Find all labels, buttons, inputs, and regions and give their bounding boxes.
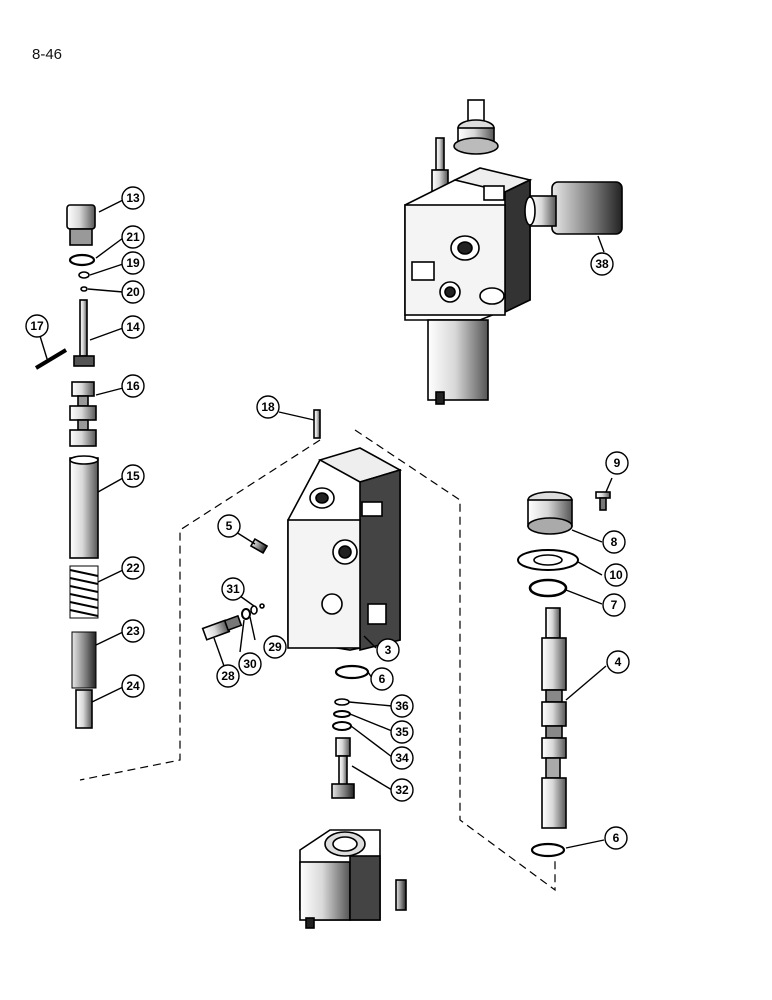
callouts [25,186,630,850]
callout-8-circle [602,530,626,554]
callout-19: 19 [126,256,140,270]
callout-35-circle [390,720,414,744]
callout-7-circle [602,593,626,617]
callout-36: 36 [395,699,409,713]
callout-14: 14 [126,320,140,334]
callout-8: 8 [611,535,618,549]
callout-10: 10 [609,568,623,582]
callout-6-lower: 6 [613,831,620,845]
callout-6a-circle [370,667,394,691]
callout-6b-circle [604,826,628,850]
callout-16-circle [121,374,145,398]
callout-10-circle [604,563,628,587]
callout-9: 9 [614,456,621,470]
callout-15-circle [121,464,145,488]
callout-22: 22 [126,561,140,575]
callout-3: 3 [385,643,392,657]
callout-16: 16 [126,379,140,393]
callout-22-circle [121,556,145,580]
callout-3-circle [376,638,400,662]
callout-38: 38 [595,257,609,271]
callout-24: 24 [126,679,140,693]
callout-21: 21 [126,230,140,244]
callout-18-circle [256,395,280,419]
left-column-parts [34,204,99,729]
callout-15: 15 [126,469,140,483]
callout-5-circle [217,514,241,538]
callout-28-circle [216,664,240,688]
callout-17-circle [25,314,49,338]
callout-7: 7 [611,598,618,612]
callout-19-circle [121,251,145,275]
callout-32: 32 [395,783,409,797]
callout-34-circle [390,746,414,770]
callout-29-circle [263,635,287,659]
callout-29: 29 [268,640,282,654]
callout-6-upper: 6 [379,672,386,686]
assembly-dashed-line [79,429,556,892]
callout-32-circle [390,778,414,802]
callout-36-circle [390,694,414,718]
callout-4-circle [606,650,630,674]
callout-34: 34 [395,751,409,765]
callout-24-circle [121,674,145,698]
callout-13-circle [121,186,145,210]
callout-5: 5 [226,519,233,533]
callout-30: 30 [243,657,257,671]
callout-4: 4 [615,655,622,669]
callout-labels: 13 21 19 20 17 14 16 15 22 23 24 18 5 31… [30,191,623,845]
callout-31: 31 [226,582,240,596]
callout-20-circle [121,280,145,304]
callout-20: 20 [126,285,140,299]
callout-18: 18 [261,400,275,414]
callout-28: 28 [221,669,235,683]
page-number: 8-46 [32,46,63,63]
callout-13: 13 [126,191,140,205]
callout-31-circle [221,577,245,601]
callout-17: 17 [30,319,44,333]
callout-14-circle [121,315,145,339]
callout-23: 23 [126,624,140,638]
callout-38-circle [590,252,614,276]
callout-9-circle [605,451,629,475]
callout-21-circle [121,225,145,249]
right-column-parts [517,491,611,858]
callout-23-circle [121,619,145,643]
valve-assembly-complete [404,99,623,405]
callout-30-circle [238,652,262,676]
callout-35: 35 [395,725,409,739]
valve-body-section [201,409,407,929]
